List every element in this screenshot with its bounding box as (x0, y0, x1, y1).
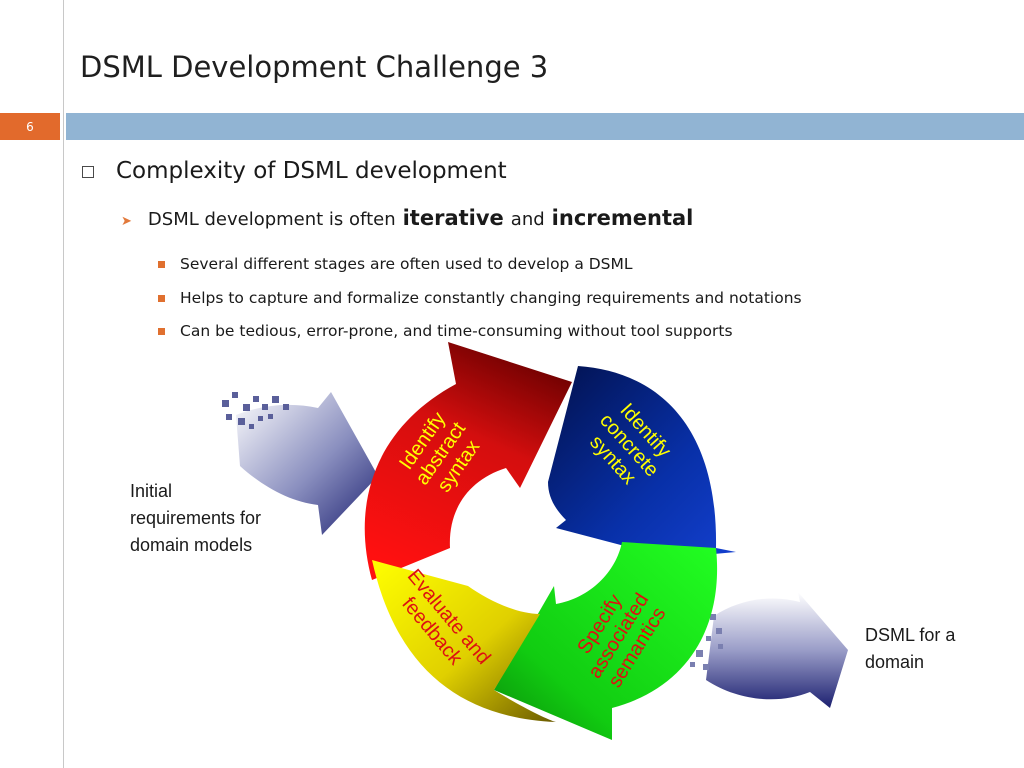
bullet-level3-text: Can be tedious, error-prone, and time-co… (180, 322, 733, 340)
input-label-line: domain models (130, 535, 253, 555)
bullet-level1: Complexity of DSML development (82, 158, 507, 184)
bullet-level2-prefix: DSML development is often (147, 209, 396, 230)
pixel-trail-icon (222, 392, 289, 429)
bullet-level1-text: Complexity of DSML development (116, 158, 507, 184)
title-band (66, 113, 1024, 140)
stage-arrow-associated-semantics (494, 542, 718, 740)
vertical-rule (63, 0, 64, 768)
emphasis-incremental: incremental (551, 206, 694, 230)
stage-arrow-concrete-syntax (548, 366, 736, 558)
stage-arrow-abstract-syntax (364, 342, 572, 580)
output-label-line: DSML for a (865, 625, 956, 645)
bullet-level3-text: Helps to capture and formalize constantl… (180, 289, 802, 307)
bullet-level2-connector: and (510, 209, 545, 230)
bullet-level3-item: Several different stages are often used … (158, 255, 633, 273)
bullet-level3-item: Helps to capture and formalize constantl… (158, 289, 802, 307)
hollow-square-bullet-icon (82, 166, 94, 178)
stage-arrow-evaluate-feedback (372, 560, 556, 722)
arrow-bullet-icon: ➤ (121, 214, 132, 229)
bullet-level2: ➤ DSML development is often iterative an… (121, 206, 693, 230)
output-label: DSML for a domain (865, 622, 955, 676)
input-label: Initial requirements for domain models (130, 478, 261, 559)
input-label-line: requirements for (130, 508, 262, 528)
output-label-line: domain (865, 652, 925, 672)
emphasis-iterative: iterative (402, 206, 504, 230)
bullet-level3-item: Can be tedious, error-prone, and time-co… (158, 322, 733, 340)
square-bullet-icon (158, 260, 165, 268)
slide-title: DSML Development Challenge 3 (80, 50, 549, 84)
square-bullet-icon (158, 327, 165, 335)
square-bullet-icon (158, 294, 165, 302)
input-label-line: Initial (130, 481, 173, 501)
input-arrow (222, 392, 378, 535)
stage-label-associated-semantics: Specify associated semantics (573, 590, 670, 692)
bullet-level3-text: Several different stages are often used … (180, 255, 633, 273)
page-number: 6 (0, 113, 60, 140)
